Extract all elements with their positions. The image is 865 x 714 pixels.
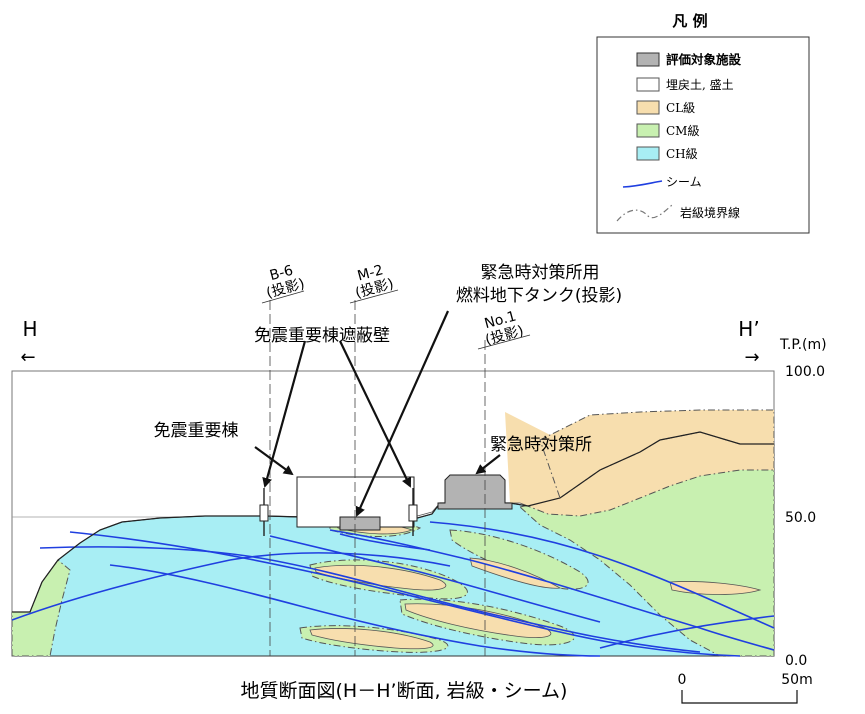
shield-wall-label: 免震重要棟遮蔽壁 (254, 326, 390, 346)
legend-box (596, 36, 810, 234)
arrow-center (475, 454, 501, 475)
elevation-tick-50: 50.0 (785, 510, 816, 526)
emergency-response-center (437, 474, 513, 510)
legend-item-fill: 埋戻土, 盛土 (636, 77, 734, 92)
cm-grade-zone (449, 529, 589, 590)
cm-grade-zone (11, 559, 71, 657)
label-underline (261, 290, 305, 304)
left-section-arrow: ← (20, 347, 35, 368)
arrow-building (254, 446, 294, 476)
figure-caption: 地質断面図(H－H’断面, 岩級・シーム) (241, 680, 568, 702)
facility-swatch (636, 52, 660, 67)
legend-item-cl: CL級 (636, 100, 695, 115)
arrow-wall-left (262, 340, 307, 488)
cl-grade-zone (309, 628, 434, 650)
borehole-m2-label: M-2 (投影) (354, 262, 396, 301)
scale-zero: 0 (678, 672, 687, 688)
legend-label: 評価対象施設 (666, 52, 742, 67)
seam-line (109, 564, 601, 657)
right-section-arrow: → (744, 347, 759, 368)
borehole-b6-label: B-6 (投影) (265, 263, 307, 302)
arrow-tank (355, 310, 450, 517)
ch-swatch (636, 146, 660, 161)
cl-swatch (636, 100, 660, 115)
elevation-tick-100: 100.0 (785, 364, 825, 380)
seam-line (429, 521, 775, 629)
seams (11, 521, 775, 657)
scale-bar: 0 50m (678, 672, 813, 704)
shield-wall-left (259, 488, 269, 536)
arrow-wall-right (339, 340, 412, 488)
legend-item-boundary: 岩級境界線 (616, 204, 740, 222)
tank-label-line1: 緊急時対策所用 (481, 263, 600, 283)
borehole-name: M-2 (356, 262, 385, 284)
fill-swatch (636, 77, 660, 92)
legend-item-seam: シーム (622, 175, 702, 189)
legend-label: 岩級境界線 (680, 205, 740, 220)
legend-label: CL級 (666, 101, 695, 115)
wall-footing (408, 504, 418, 522)
annotation-arrows (254, 310, 501, 517)
center-label: 緊急時対策所 (490, 435, 592, 455)
seam-line (599, 615, 775, 649)
seam-line (339, 533, 431, 551)
elevation-tick-0: 0.0 (785, 653, 807, 669)
legend-item-facility: 評価対象施設 (636, 52, 742, 67)
left-section-mark: H (22, 317, 37, 341)
label-underline (477, 334, 531, 350)
scale-line (681, 690, 798, 704)
scale-end: 50m (781, 672, 812, 688)
seam-line-icon (622, 180, 663, 188)
legend-item-cm: CM級 (636, 123, 699, 138)
seam-line (11, 552, 451, 621)
shield-wall-right (408, 488, 418, 536)
legend-item-ch: CH級 (636, 146, 698, 161)
wall-footing (259, 504, 269, 522)
legend-label: シーム (666, 175, 702, 189)
seam-line (39, 546, 701, 653)
right-section-mark: H’ (738, 317, 759, 341)
cm-swatch (636, 123, 660, 138)
tank-label-line2: 燃料地下タンク(投影) (456, 286, 622, 306)
legend-title: 凡 例 (672, 12, 707, 30)
legend-label: CH級 (666, 147, 698, 161)
seam-line (69, 531, 741, 657)
borehole-name: B-6 (268, 263, 295, 285)
elevation-unit: T.P.(m) (779, 337, 827, 353)
seam-line (329, 529, 775, 651)
label-underline (349, 289, 399, 304)
legend-label: CM級 (666, 124, 699, 138)
legend-label: 埋戻土, 盛土 (666, 77, 734, 92)
boundary-line-icon (616, 204, 673, 222)
cross-section (11, 370, 775, 657)
building-label: 免震重要棟 (154, 421, 239, 441)
fuel-tank (339, 516, 381, 531)
seam-line (269, 535, 601, 623)
